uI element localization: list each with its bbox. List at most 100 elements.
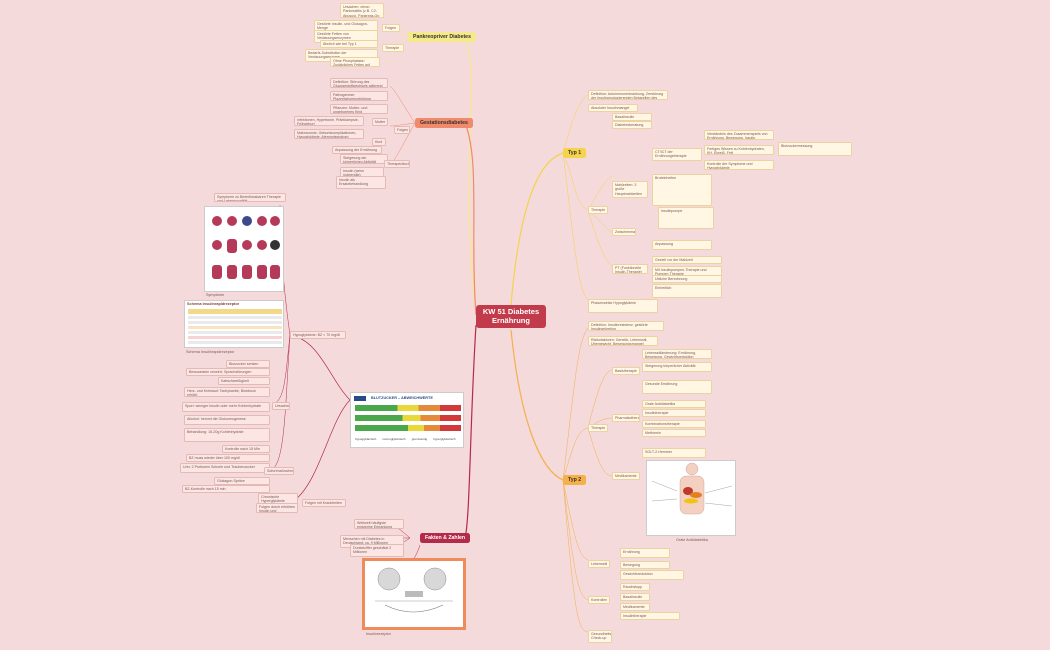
typ1-item-einheitlich[interactable]: Einheitlich [652, 284, 722, 298]
branch-pankreopriver[interactable]: Pankreopriver Diabetes [408, 32, 476, 42]
pank-item-ohne[interactable]: Ohne Phosphatase: Zusätzliches Fettes au… [330, 57, 380, 67]
typ1-item-definition[interactable]: Definition: Autoimmunerkrankung, Zerstör… [588, 90, 668, 100]
typ2-item-aktivitaet[interactable]: Steigerung körperlicher Aktivität [642, 362, 712, 372]
hypo-item-13[interactable]: BZ-Kontrolle nach 15 min [182, 485, 270, 494]
gest-item-infektionen[interactable]: Infektionen, Hypertonie, Präeklampsie, F… [294, 116, 364, 126]
typ1-item-therapie[interactable]: Therapie [588, 206, 608, 215]
typ2-item-rauch-b[interactable]: Basalinsulin [620, 593, 650, 602]
hypo-item-4[interactable]: Ursachen [272, 402, 290, 411]
typ2-item-bewegung[interactable]: Bewegung [620, 561, 670, 570]
typ2-item-pharma[interactable]: Pharmakotherapie [612, 414, 640, 423]
typ2-item-ernaehrung[interactable]: Ernährung [620, 548, 670, 558]
branch-typ2[interactable]: Typ 2 [563, 475, 587, 485]
symptoms-image [204, 206, 284, 292]
typ1-item-blutzucker[interactable]: Blutzuckermessung [778, 142, 852, 156]
hypo-item-6[interactable]: Alkohol: hemmt die Glukoneogenese [184, 415, 270, 425]
typ2-item-gewicht[interactable]: Gewichtsreduktion [620, 570, 684, 580]
gest-item-anpassung[interactable]: Anpassung der Ernährung [332, 146, 382, 155]
typ2-item-definition[interactable]: Definition: Insulinresistenz, gestörte I… [588, 321, 664, 331]
central-title-line2: Ernährung [492, 315, 530, 325]
pank-item-ursachen[interactable]: Ursachen: chron. Pankreatitis (z.B. C2-A… [340, 3, 384, 18]
typ1-item-verstaendnis[interactable]: Verständnis des Zusammenspiels von Ernäh… [704, 130, 774, 140]
glucose-legend-3: hyperglykämisch [433, 437, 456, 441]
gest-item-kind[interactable]: Kind [372, 138, 386, 147]
typ2-item-therapie[interactable]: Therapie [588, 424, 608, 433]
typ1-item-berechnung[interactable]: Übliche Berechnung [652, 275, 722, 284]
body-figure-image [646, 460, 736, 536]
typ1-item-phasen[interactable]: Phasenweise Hypoglykämie [588, 299, 658, 313]
body-organs-sketch [651, 462, 733, 515]
typ2-item-basis[interactable]: Basistherapie [612, 367, 640, 376]
folgen-item-1[interactable]: Folgen durch erhöhtes Insulin und Hyperg… [256, 503, 298, 513]
typ1-item-insulinpumpe[interactable]: Insulinpumpe [658, 207, 714, 229]
typ1-item-kontrolle[interactable]: Kontrolle der Symptome und Hypoglykämie [704, 160, 774, 170]
typ1-item-zwischen[interactable]: Zwischenmahlzeiten [612, 228, 636, 237]
typ2-item-medikamente[interactable]: Medikamente [612, 472, 640, 481]
typ2-item-orale[interactable]: Orale Antidiabetika [642, 400, 706, 409]
receptor-sketch [375, 567, 453, 613]
typ2-item-rauchstopp[interactable]: Rauchstopp [620, 583, 650, 592]
hypo-item-8[interactable]: Kontrolle nach 15 Min [222, 445, 270, 454]
gest-item-mutter[interactable]: Mutter [372, 118, 388, 127]
typ1-item-beratung[interactable]: Diabetesberatung [612, 121, 652, 130]
schema-title: Schema Insulinrapidrezeptor [187, 302, 240, 306]
typ1-item-mahlzeiten[interactable]: Mahlzeiten: 3 große Hauptmahlzeiten [612, 181, 648, 199]
gest-item-folgen[interactable]: Folgen [394, 126, 410, 135]
glucose-legend-0: hypoglykämisch [355, 437, 377, 441]
typ2-item-gesund[interactable]: Gesunde Ernährung [642, 380, 712, 394]
typ2-item-kontrollen[interactable]: Kontrollen [588, 596, 610, 605]
gest-item-steigerung[interactable]: Steigerung der körperlichen Aktivität [340, 154, 388, 164]
glucose-legend-1: normoglykämisch [382, 437, 406, 441]
central-topic[interactable]: KW 51 Diabetes Ernährung [476, 305, 546, 328]
hypo-label[interactable]: Hypoglykämie: BZ < 70 mg/dl [290, 331, 346, 340]
typ2-item-risiko[interactable]: Risikofaktoren: Genetik, Lebensstil, Übe… [588, 336, 658, 346]
typ1-item-absolut[interactable]: Absoluter Insulinmangel [588, 104, 638, 113]
typ2-item-insulin2[interactable]: Insulintherapie [620, 612, 680, 621]
hypo-item-0[interactable]: Blutzucker senken [226, 360, 270, 369]
typ2-item-basal[interactable]: Medikamente [620, 603, 650, 612]
folgen-label[interactable]: Folgen mit Krankheiten [302, 499, 346, 508]
pank-item-therapie[interactable]: Therapie [382, 44, 404, 53]
pank-item-aehnlich[interactable]: Ähnlich wie bei Typ 1 [320, 40, 378, 49]
hypo-item-3[interactable]: Herz- und Kreislauf: Tachykardie, Blutdr… [184, 387, 270, 397]
hypo-item-11[interactable]: Sofortmaßnahmen [264, 467, 294, 476]
typ2-item-insulintherapie[interactable]: Insulintherapie [642, 409, 706, 418]
gest-item-insulin-ersatz[interactable]: Insulin als Ersatzbehandlung [336, 176, 386, 189]
pank-item-folgen[interactable]: Folgen [382, 24, 400, 33]
typ2-item-kombi[interactable]: Kombinationstherapie [642, 420, 706, 429]
typ1-item-gezielt[interactable]: Gezielt vor der Mahlzeit [652, 256, 722, 265]
fakten-item-2[interactable]: Dunkelziffer geschätzt 2 Millionen [350, 544, 404, 557]
hypo-item-2[interactable]: Kaltschweißigkeit [218, 377, 270, 386]
typ2-item-lebensstil-branch[interactable]: Lebensstil [588, 560, 610, 569]
typ1-item-broteinheiten[interactable]: Broteinheiten [652, 174, 712, 206]
fakten-item-0[interactable]: Weltweit häufigste endokrine Erkrankung [354, 519, 404, 529]
typ1-item-pt[interactable]: PT (Funktionelle Insulin-Therapie) [612, 264, 648, 274]
insulin-receptor-figure [362, 558, 466, 630]
gest-item-definition[interactable]: Definition: Störung des Glucosestoffwech… [330, 78, 388, 88]
gest-item-therapeutische[interactable]: Therapeutische [384, 160, 410, 169]
symptoms-header[interactable]: Symptome zu Beeinflussbaren Therapie und… [214, 193, 286, 202]
typ2-item-metformin[interactable]: Metformin [642, 429, 706, 438]
gest-item-pflanzen[interactable]: Pflanzen: Mutter- und ungeborenes Kind [330, 104, 388, 114]
hypo-item-12[interactable]: Glukagon-Spritze [214, 477, 270, 486]
hypo-item-9[interactable]: BZ muss wieder über 100 mg/dl [186, 454, 270, 463]
hypo-item-7[interactable]: Behandlung: 15-20g Kohlenhydrate [184, 428, 270, 442]
typ2-item-sglt[interactable]: SGLT-2-Hemmer [642, 448, 706, 458]
typ2-item-lebensstil[interactable]: Lebensstiländerung: Ernährung, Bewegung,… [642, 349, 712, 359]
typ1-item-anpassung[interactable]: Anpassung [652, 240, 712, 250]
branch-fakten[interactable]: Fakten & Zahlen [420, 533, 471, 543]
branch-gestation[interactable]: Gestationsdiabetes [415, 118, 473, 128]
hypo-item-10[interactable]: Urin: 2 Portionen Schorle und Traubenzuc… [180, 463, 270, 473]
typ1-item-ict[interactable]: CT/ICT der Ernährungstherapie [652, 148, 702, 161]
pank-item-gestoerte-fetten[interactable]: Gestörte Fetten von Verdauungsenzymen [314, 30, 378, 43]
branch-typ1[interactable]: Typ 1 [563, 148, 587, 158]
symptoms-icons [212, 216, 280, 279]
typ2-item-checkup[interactable]: Gesundheits-Check-up [588, 630, 612, 643]
glucose-chart-image: BLUTZUCKER – ABWEICHWERTE hypoglykämisch… [350, 392, 464, 448]
hypo-item-1[interactable]: Bewusstsein verwirrt, Sprachstörungen [186, 368, 270, 377]
hypo-item-5[interactable]: Sport: weniger Insulin oder mehr Kohlenh… [182, 402, 270, 412]
gest-item-pathogenese[interactable]: Pathogenese: Plazentahormonbildung beein… [330, 91, 388, 101]
typ1-item-wissen[interactable]: Fertiges Wissen zu Kohlenhydraten, KH, E… [704, 145, 774, 155]
typ1-item-basal[interactable]: Basalinsulin [612, 113, 652, 122]
gest-item-makrosomie[interactable]: Makrosomie, Geburtskomplikationen, Hypog… [294, 129, 364, 139]
